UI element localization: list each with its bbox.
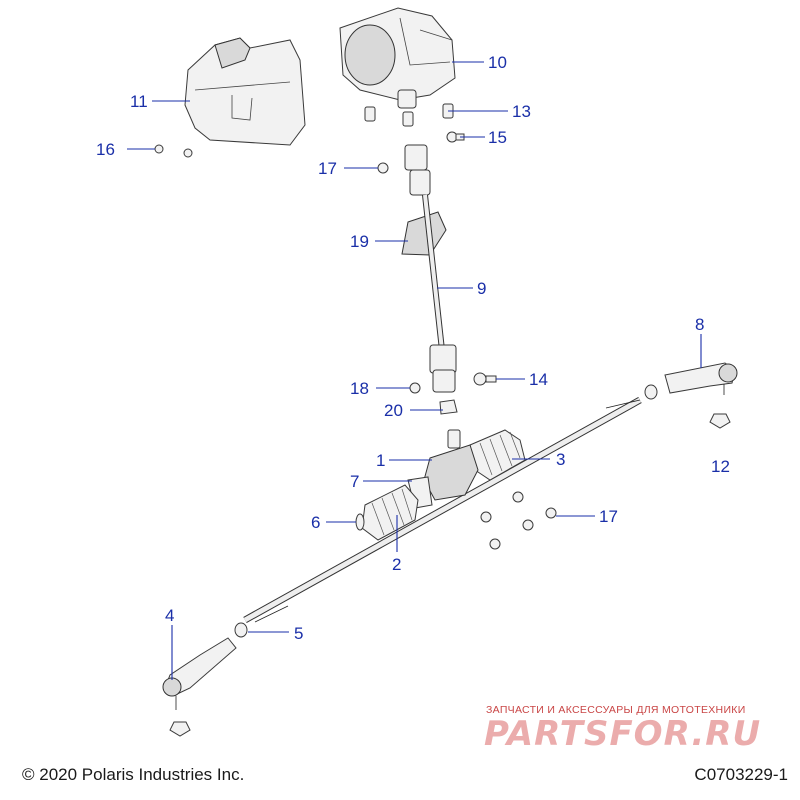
callout-18: 18 (350, 379, 369, 398)
part-14-bolt (473, 372, 497, 386)
copyright-notice: © 2020 Polaris Industries Inc. (22, 765, 245, 784)
callout-20: 20 (384, 401, 403, 420)
callout-10: 10 (488, 53, 507, 72)
watermark-tagline: ЗАПЧАСТИ И АКСЕССУАРЫ ДЛЯ МОТОТЕХНИКИ (486, 704, 746, 716)
part-12-nut-left (169, 721, 191, 737)
callout-12: 12 (711, 457, 730, 476)
callout-5: 5 (294, 624, 303, 643)
callout-7: 7 (350, 472, 359, 491)
callout-9: 9 (477, 279, 486, 298)
callout-3: 3 (556, 450, 565, 469)
part-17-nuts-lower (480, 491, 557, 550)
steering-rack (243, 396, 642, 624)
callout-8: 8 (695, 315, 704, 334)
callout-14: 14 (529, 370, 548, 389)
part-18-nut (409, 382, 421, 394)
callout-2: 2 (392, 555, 401, 574)
part-16-clips (154, 144, 193, 158)
part-12-nut (709, 413, 731, 429)
leader-lines (127, 61, 702, 680)
callout-11: 11 (130, 92, 148, 111)
part-9-shaft-fill (423, 194, 444, 351)
part-10-eps-unit (339, 7, 456, 109)
part-20-clip (439, 399, 458, 415)
callout-labels: 10 11 13 15 16 17 19 9 8 14 18 20 12 1 3… (96, 53, 730, 643)
part-17-nut-upper (377, 162, 389, 174)
lower-u-joint (429, 344, 457, 393)
callout-15: 15 (488, 128, 507, 147)
callout-17-upper: 17 (318, 159, 337, 178)
watermark-brand: PARTSFOR.RU (484, 714, 762, 754)
part-8-tie-rod-end (664, 362, 738, 395)
part-4-tie-rod-end (162, 637, 237, 710)
callout-4: 4 (165, 606, 174, 625)
part-5-jam-nut-left (234, 622, 248, 638)
callout-13: 13 (512, 102, 531, 121)
callout-6: 6 (311, 513, 320, 532)
callout-17-lower: 17 (599, 507, 618, 526)
upper-u-joint (404, 144, 431, 196)
callout-19: 19 (350, 232, 369, 251)
part-11-cover (184, 37, 306, 146)
part-19-seal-plate (401, 211, 447, 256)
part-5-jam-nut-right (644, 384, 658, 400)
drawing-id: C0703229-1 (694, 765, 788, 784)
watermark-logo: ЗАПЧАСТИ И АКСЕССУАРЫ ДЛЯ МОТОТЕХНИКИ PA… (484, 704, 784, 764)
callout-16: 16 (96, 140, 115, 159)
callout-1: 1 (376, 451, 385, 470)
